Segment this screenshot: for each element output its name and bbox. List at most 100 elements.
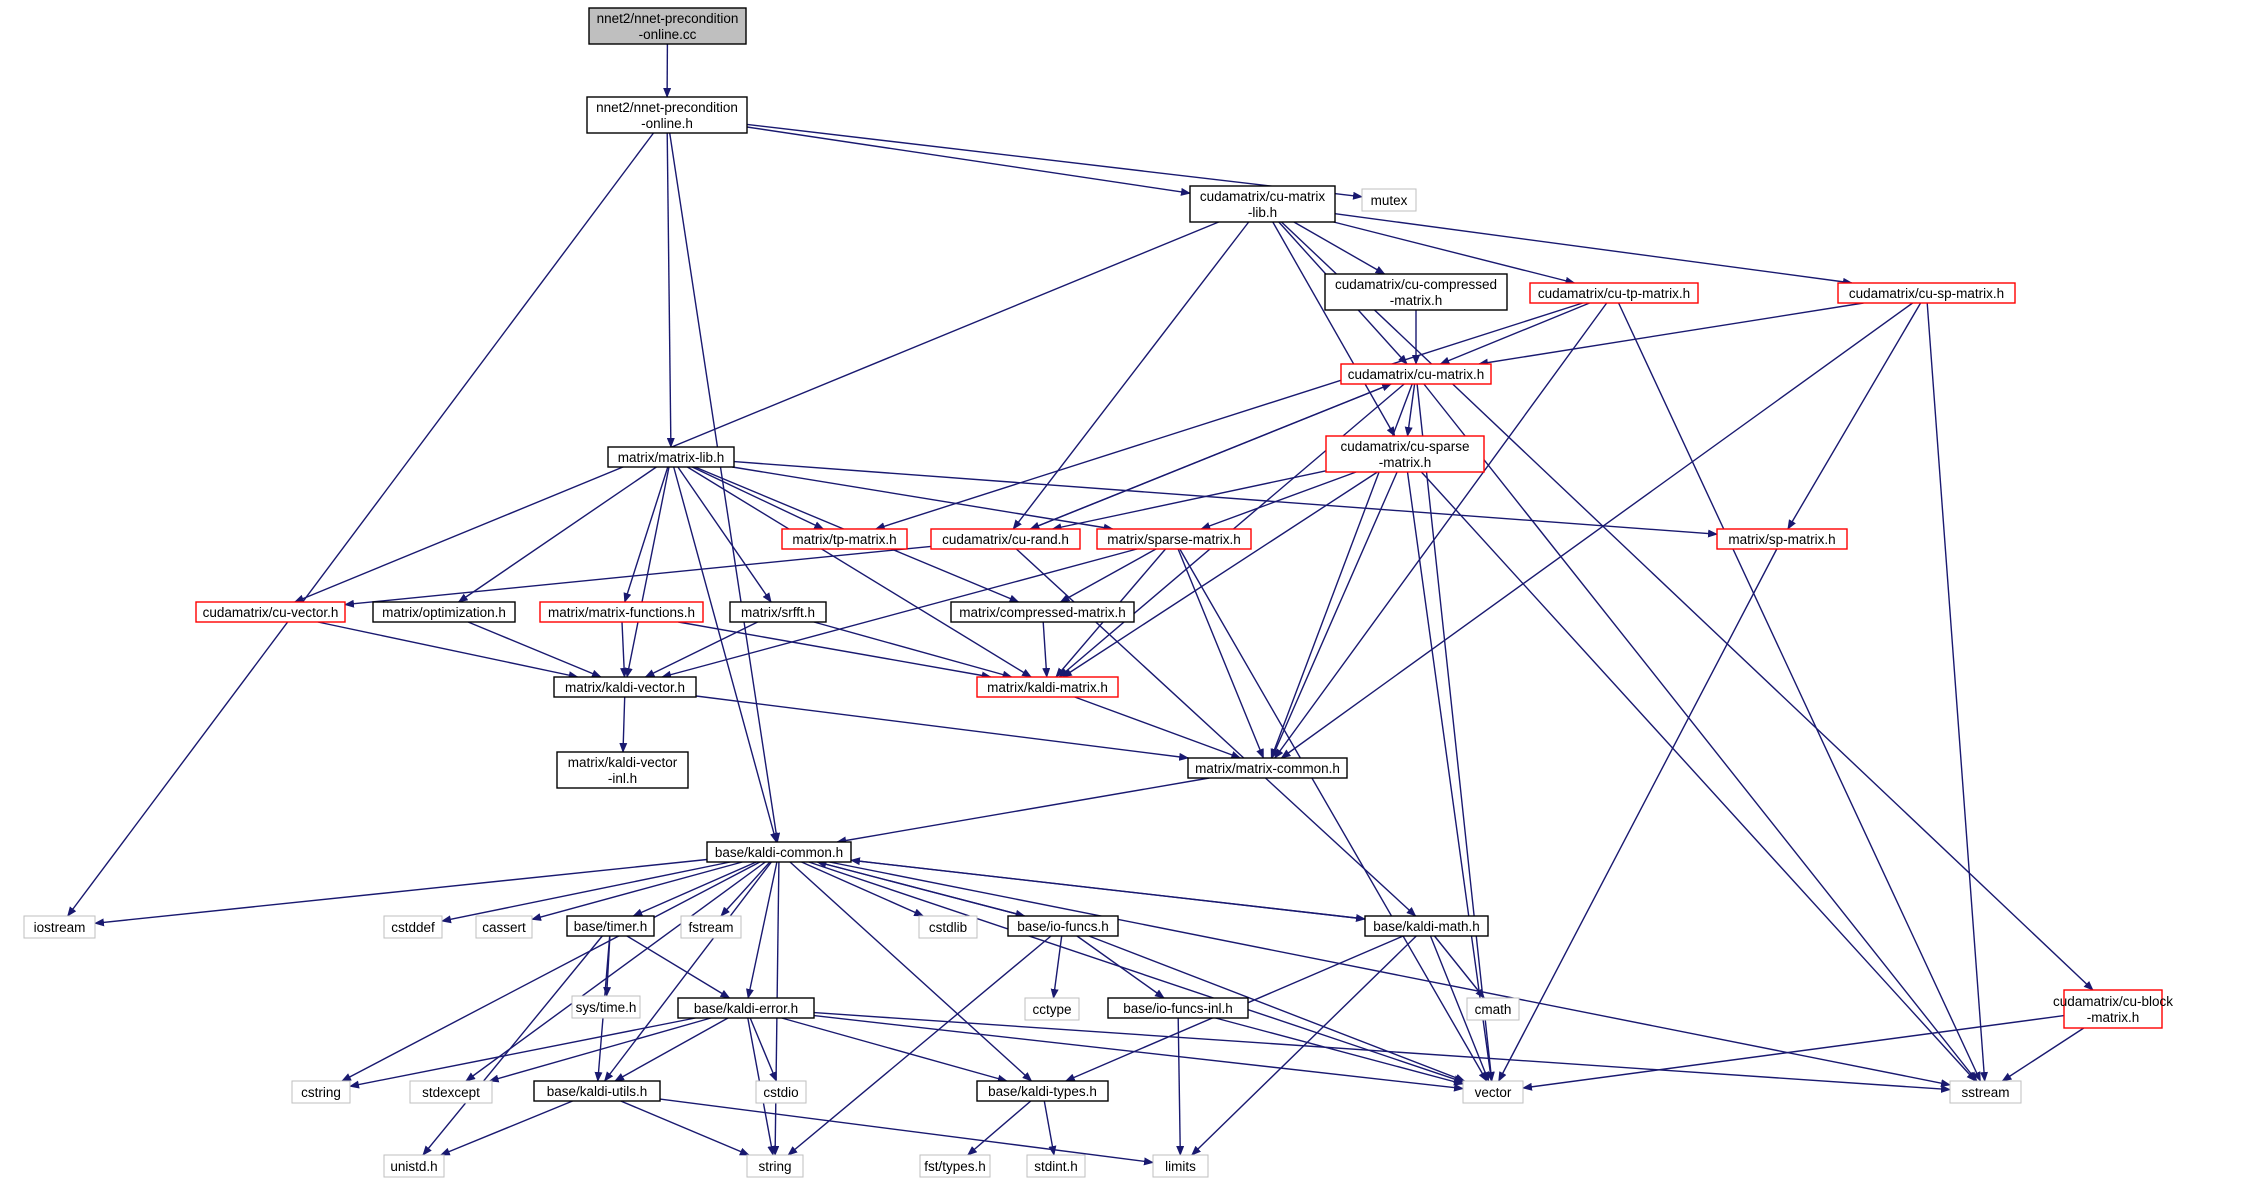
edge-kaldicommon-to-sstream	[829, 861, 1951, 1088]
node-cstring[interactable]: cstring	[291, 1080, 351, 1104]
edge-kaldivector-to-matrixcommon	[695, 695, 1190, 761]
node-box	[1189, 185, 1336, 223]
node-box	[1529, 282, 1699, 304]
node-box	[383, 1154, 445, 1178]
node-kaldicommon[interactable]: base/kaldi-common.h	[706, 841, 852, 863]
node-unistd[interactable]: unistd.h	[383, 1154, 445, 1178]
edge-online_h-to-iostream	[67, 132, 655, 917]
edge-matrixlib-to-sparsematrix	[732, 466, 1114, 532]
node-mutex[interactable]: mutex	[1361, 188, 1417, 212]
edge-kaldicommon-to-cstdlib	[801, 861, 925, 917]
node-kaldiutils[interactable]: base/kaldi-utils.h	[533, 1080, 661, 1102]
node-kaldierror[interactable]: base/kaldi-error.h	[677, 997, 815, 1019]
node-label: -matrix.h	[1390, 293, 1443, 308]
node-timer[interactable]: base/timer.h	[566, 915, 655, 937]
node-kaldivectorinl[interactable]: matrix/kaldi-vector-inl.h	[556, 751, 689, 789]
node-curand[interactable]: cudamatrix/cu-rand.h	[930, 528, 1081, 550]
node-vector[interactable]: vector	[1462, 1080, 1524, 1104]
node-cstddef[interactable]: cstddef	[383, 915, 443, 939]
node-cumatrix[interactable]: cudamatrix/cu-matrix.h	[1340, 363, 1492, 385]
edge-kaldicommon-to-kaldiutils	[603, 861, 772, 1082]
edge-matrixlib-to-matrixfunctions	[623, 466, 669, 603]
node-kaldivector[interactable]: matrix/kaldi-vector.h	[553, 676, 697, 698]
node-box	[919, 1154, 991, 1178]
node-box	[553, 676, 697, 698]
edge-kaldierror-to-cstring	[349, 1017, 696, 1089]
node-cusparse[interactable]: cudamatrix/cu-sparse-matrix.h	[1325, 435, 1485, 473]
node-stdexcept[interactable]: stdexcept	[409, 1080, 493, 1104]
node-label: base/kaldi-error.h	[694, 1001, 798, 1016]
edge-cusparse-to-sstream	[1420, 471, 1977, 1082]
node-label: sys/time.h	[576, 1000, 637, 1015]
node-label: matrix/optimization.h	[382, 605, 506, 620]
edge-matrixlib-to-kaldivector	[624, 466, 670, 678]
node-label: cudamatrix/cu-sp-matrix.h	[1849, 286, 2004, 301]
node-label: iostream	[34, 920, 86, 935]
node-sparsematrix[interactable]: matrix/sparse-matrix.h	[1096, 528, 1252, 550]
node-cassert[interactable]: cassert	[475, 915, 533, 939]
node-cusp[interactable]: cudamatrix/cu-sp-matrix.h	[1837, 282, 2016, 304]
node-root[interactable]: nnet2/nnet-precondition-online.cc	[588, 7, 747, 45]
node-sstream[interactable]: sstream	[1949, 1080, 2022, 1104]
node-iofuncs[interactable]: base/io-funcs.h	[1007, 915, 1119, 937]
edge-kaldiutils-to-string	[620, 1100, 750, 1156]
node-label: cstring	[301, 1085, 341, 1100]
node-matrixlib[interactable]: matrix/matrix-lib.h	[607, 446, 735, 468]
node-box	[586, 96, 748, 134]
node-spmatrix[interactable]: matrix/sp-matrix.h	[1716, 528, 1848, 550]
nodes-layer: nnet2/nnet-precondition-online.cc nnet2/n…	[23, 7, 2173, 1178]
node-fsttypes[interactable]: fst/types.h	[919, 1154, 991, 1178]
node-label: nnet2/nnet-precondition	[596, 100, 738, 115]
node-kalditypes[interactable]: base/kaldi-types.h	[976, 1080, 1109, 1102]
node-cctype[interactable]: cctype	[1024, 997, 1080, 1021]
node-matrixfunctions[interactable]: matrix/matrix-functions.h	[539, 601, 704, 623]
node-label: base/timer.h	[574, 919, 648, 934]
node-cuvector[interactable]: cudamatrix/cu-vector.h	[195, 601, 346, 623]
node-kaldimath[interactable]: base/kaldi-math.h	[1364, 915, 1489, 937]
edge-cumatrixlib-to-cusparse	[1272, 221, 1396, 437]
node-box	[1152, 1154, 1209, 1178]
node-cstdlib[interactable]: cstdlib	[918, 915, 978, 939]
edge-timer-to-unistd	[422, 935, 603, 1156]
node-label: vector	[1475, 1085, 1512, 1100]
node-box	[556, 751, 689, 789]
node-label: cudamatrix/cu-sparse	[1340, 439, 1469, 454]
edge-cumatrixlib-to-curand	[1012, 221, 1250, 530]
node-string[interactable]: string	[746, 1154, 804, 1178]
node-optimization[interactable]: matrix/optimization.h	[372, 601, 516, 623]
node-box	[533, 1080, 661, 1102]
node-fstream[interactable]: fstream	[680, 915, 742, 939]
node-box	[291, 1080, 351, 1104]
node-cumatrixlib[interactable]: cudamatrix/cu-matrix-lib.h	[1189, 185, 1336, 223]
node-box	[950, 601, 1135, 623]
node-label: stdint.h	[1034, 1159, 1078, 1174]
node-tpmatrix[interactable]: matrix/tp-matrix.h	[781, 528, 908, 550]
edge-matrixcommon-to-kaldicommon	[836, 777, 1210, 845]
node-cstdio[interactable]: cstdio	[755, 1080, 807, 1104]
edge-iofuncs-to-cctype	[1050, 935, 1063, 999]
edge-kaldicommon-to-timer	[632, 861, 757, 917]
edge-cumatrixlib-to-cublock	[1281, 221, 2094, 991]
node-stdint[interactable]: stdint.h	[1026, 1154, 1086, 1178]
node-iostream[interactable]: iostream	[23, 915, 96, 939]
node-srfft[interactable]: matrix/srfft.h	[729, 601, 827, 623]
node-compressedmatrix[interactable]: matrix/compressed-matrix.h	[950, 601, 1135, 623]
edge-iofuncs-to-string	[787, 935, 1052, 1156]
edge-curand-to-cuvector	[344, 545, 932, 608]
node-cublock[interactable]: cudamatrix/cu-block-matrix.h	[2053, 989, 2173, 1029]
node-cmath[interactable]: cmath	[1466, 997, 1520, 1021]
edge-cusp-to-sstream	[1926, 302, 1989, 1082]
node-cucompressed[interactable]: cudamatrix/cu-compressed-matrix.h	[1324, 273, 1508, 311]
node-label: mutex	[1371, 193, 1408, 208]
node-cutp[interactable]: cudamatrix/cu-tp-matrix.h	[1529, 282, 1699, 304]
node-label: cstdlib	[929, 920, 967, 935]
node-iofuncsinl[interactable]: base/io-funcs-inl.h	[1107, 997, 1249, 1019]
node-label: base/io-funcs.h	[1017, 919, 1109, 934]
node-online_h[interactable]: nnet2/nnet-precondition-online.h	[586, 96, 748, 134]
edge-cutp-to-matrixcommon	[1274, 302, 1608, 759]
node-systime[interactable]: sys/time.h	[571, 995, 641, 1019]
node-limits[interactable]: limits	[1152, 1154, 1209, 1178]
node-kaldimatrix[interactable]: matrix/kaldi-matrix.h	[976, 676, 1119, 698]
node-matrixcommon[interactable]: matrix/matrix-common.h	[1187, 757, 1348, 779]
node-label: base/kaldi-common.h	[715, 845, 843, 860]
